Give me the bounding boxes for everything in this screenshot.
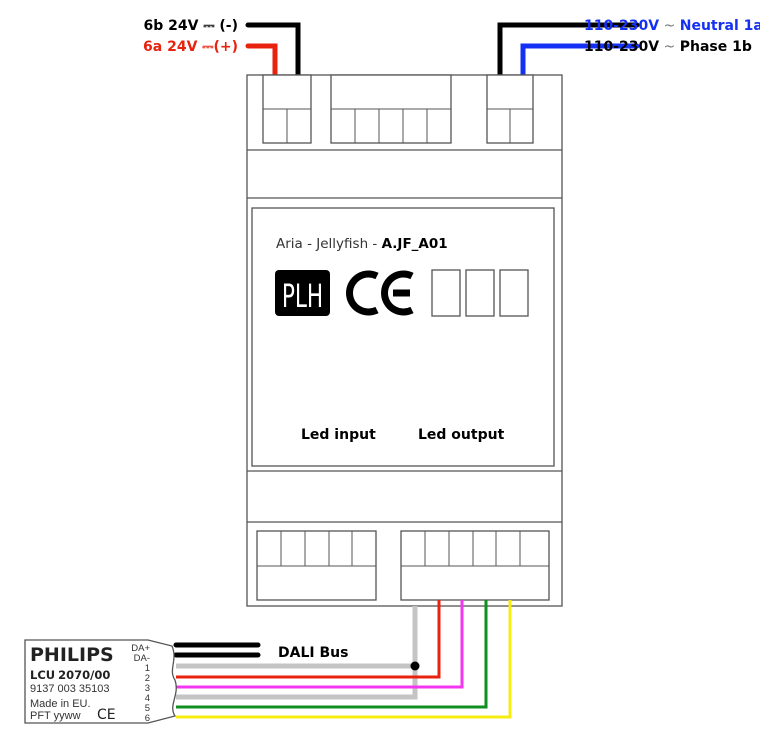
model-number: 2070/00: [58, 668, 110, 682]
model-prefix: LCU: [30, 668, 55, 682]
label-panel: [251, 207, 555, 467]
device-name-text: Aria - Jellyfish -: [276, 236, 382, 252]
pin-label: 4: [145, 693, 150, 704]
blank-mark-box: [465, 269, 495, 317]
wire-pink: [176, 600, 464, 689]
pin-label: DA-: [134, 653, 150, 664]
ac-tilde: ~: [659, 18, 680, 34]
pin-label: 3: [145, 683, 150, 694]
junction-dot: [410, 661, 420, 671]
terminal-24v: [262, 74, 312, 144]
terminal-led-output: [400, 530, 550, 601]
label-phase: 110-230V ~ Phase 1b: [584, 39, 752, 55]
blank-mark-box: [499, 269, 529, 317]
philips-part-number: 9137 003 35103: [30, 683, 110, 695]
led-output-label: Led output: [418, 427, 505, 443]
pin-label: 5: [145, 703, 150, 714]
ac-tilde: ~: [659, 39, 680, 55]
label-neutral: 110-230V ~ Neutral 1a: [584, 18, 760, 34]
wire-phase: [520, 43, 640, 79]
dali-bus-label: DALI Bus: [278, 645, 348, 661]
wire-red: [176, 600, 441, 679]
pin-labels: DA+ DA- 1 2 3 4 5 6: [131, 643, 150, 724]
led-input-label: Led input: [301, 427, 376, 443]
plh-logo: PLH: [275, 270, 330, 316]
pin-label: 2: [145, 673, 150, 684]
svg-text:PLH: PLH: [282, 278, 323, 315]
device-code: A.JF_A01: [382, 236, 448, 252]
pin-label: 6: [145, 713, 150, 724]
din-rail-device: Aria - Jellyfish - A.JF_A01 PLH Led inpu…: [246, 74, 563, 607]
wire-dali-bus: [173, 642, 261, 658]
philips-brand: PHILIPS: [30, 644, 114, 666]
terminal-led-input: [256, 530, 377, 601]
philips-ce-mark: CE: [97, 707, 116, 723]
terminal-mains: [486, 74, 534, 144]
ce-mark-icon: [346, 270, 414, 316]
blank-mark-box: [431, 269, 461, 317]
device-name: Aria - Jellyfish - A.JF_A01: [276, 236, 448, 252]
wire-24v-negative: [245, 22, 301, 79]
wire-24v-positive: [245, 43, 278, 79]
philips-made-in: Made in EU.: [30, 698, 91, 710]
pin-label: 1: [145, 663, 150, 674]
neutral-voltage: 110-230V: [584, 18, 659, 34]
terminal-middle: [330, 74, 452, 144]
wire-green: [176, 600, 488, 709]
philips-date-code: PFT yyww: [30, 710, 81, 722]
label-24v-positive: 6a 24V ⎓(+): [143, 39, 238, 55]
wire-neutral: [497, 22, 640, 79]
pin-label: DA+: [131, 643, 150, 654]
neutral-text: Neutral 1a: [680, 18, 760, 34]
label-24v-negative: 6b 24V ⎓ (-): [144, 18, 238, 34]
phase-text: Phase 1b: [680, 39, 752, 55]
wire-gray: [176, 606, 418, 700]
wire-yellow: [176, 600, 512, 719]
phase-voltage: 110-230V: [584, 39, 659, 55]
